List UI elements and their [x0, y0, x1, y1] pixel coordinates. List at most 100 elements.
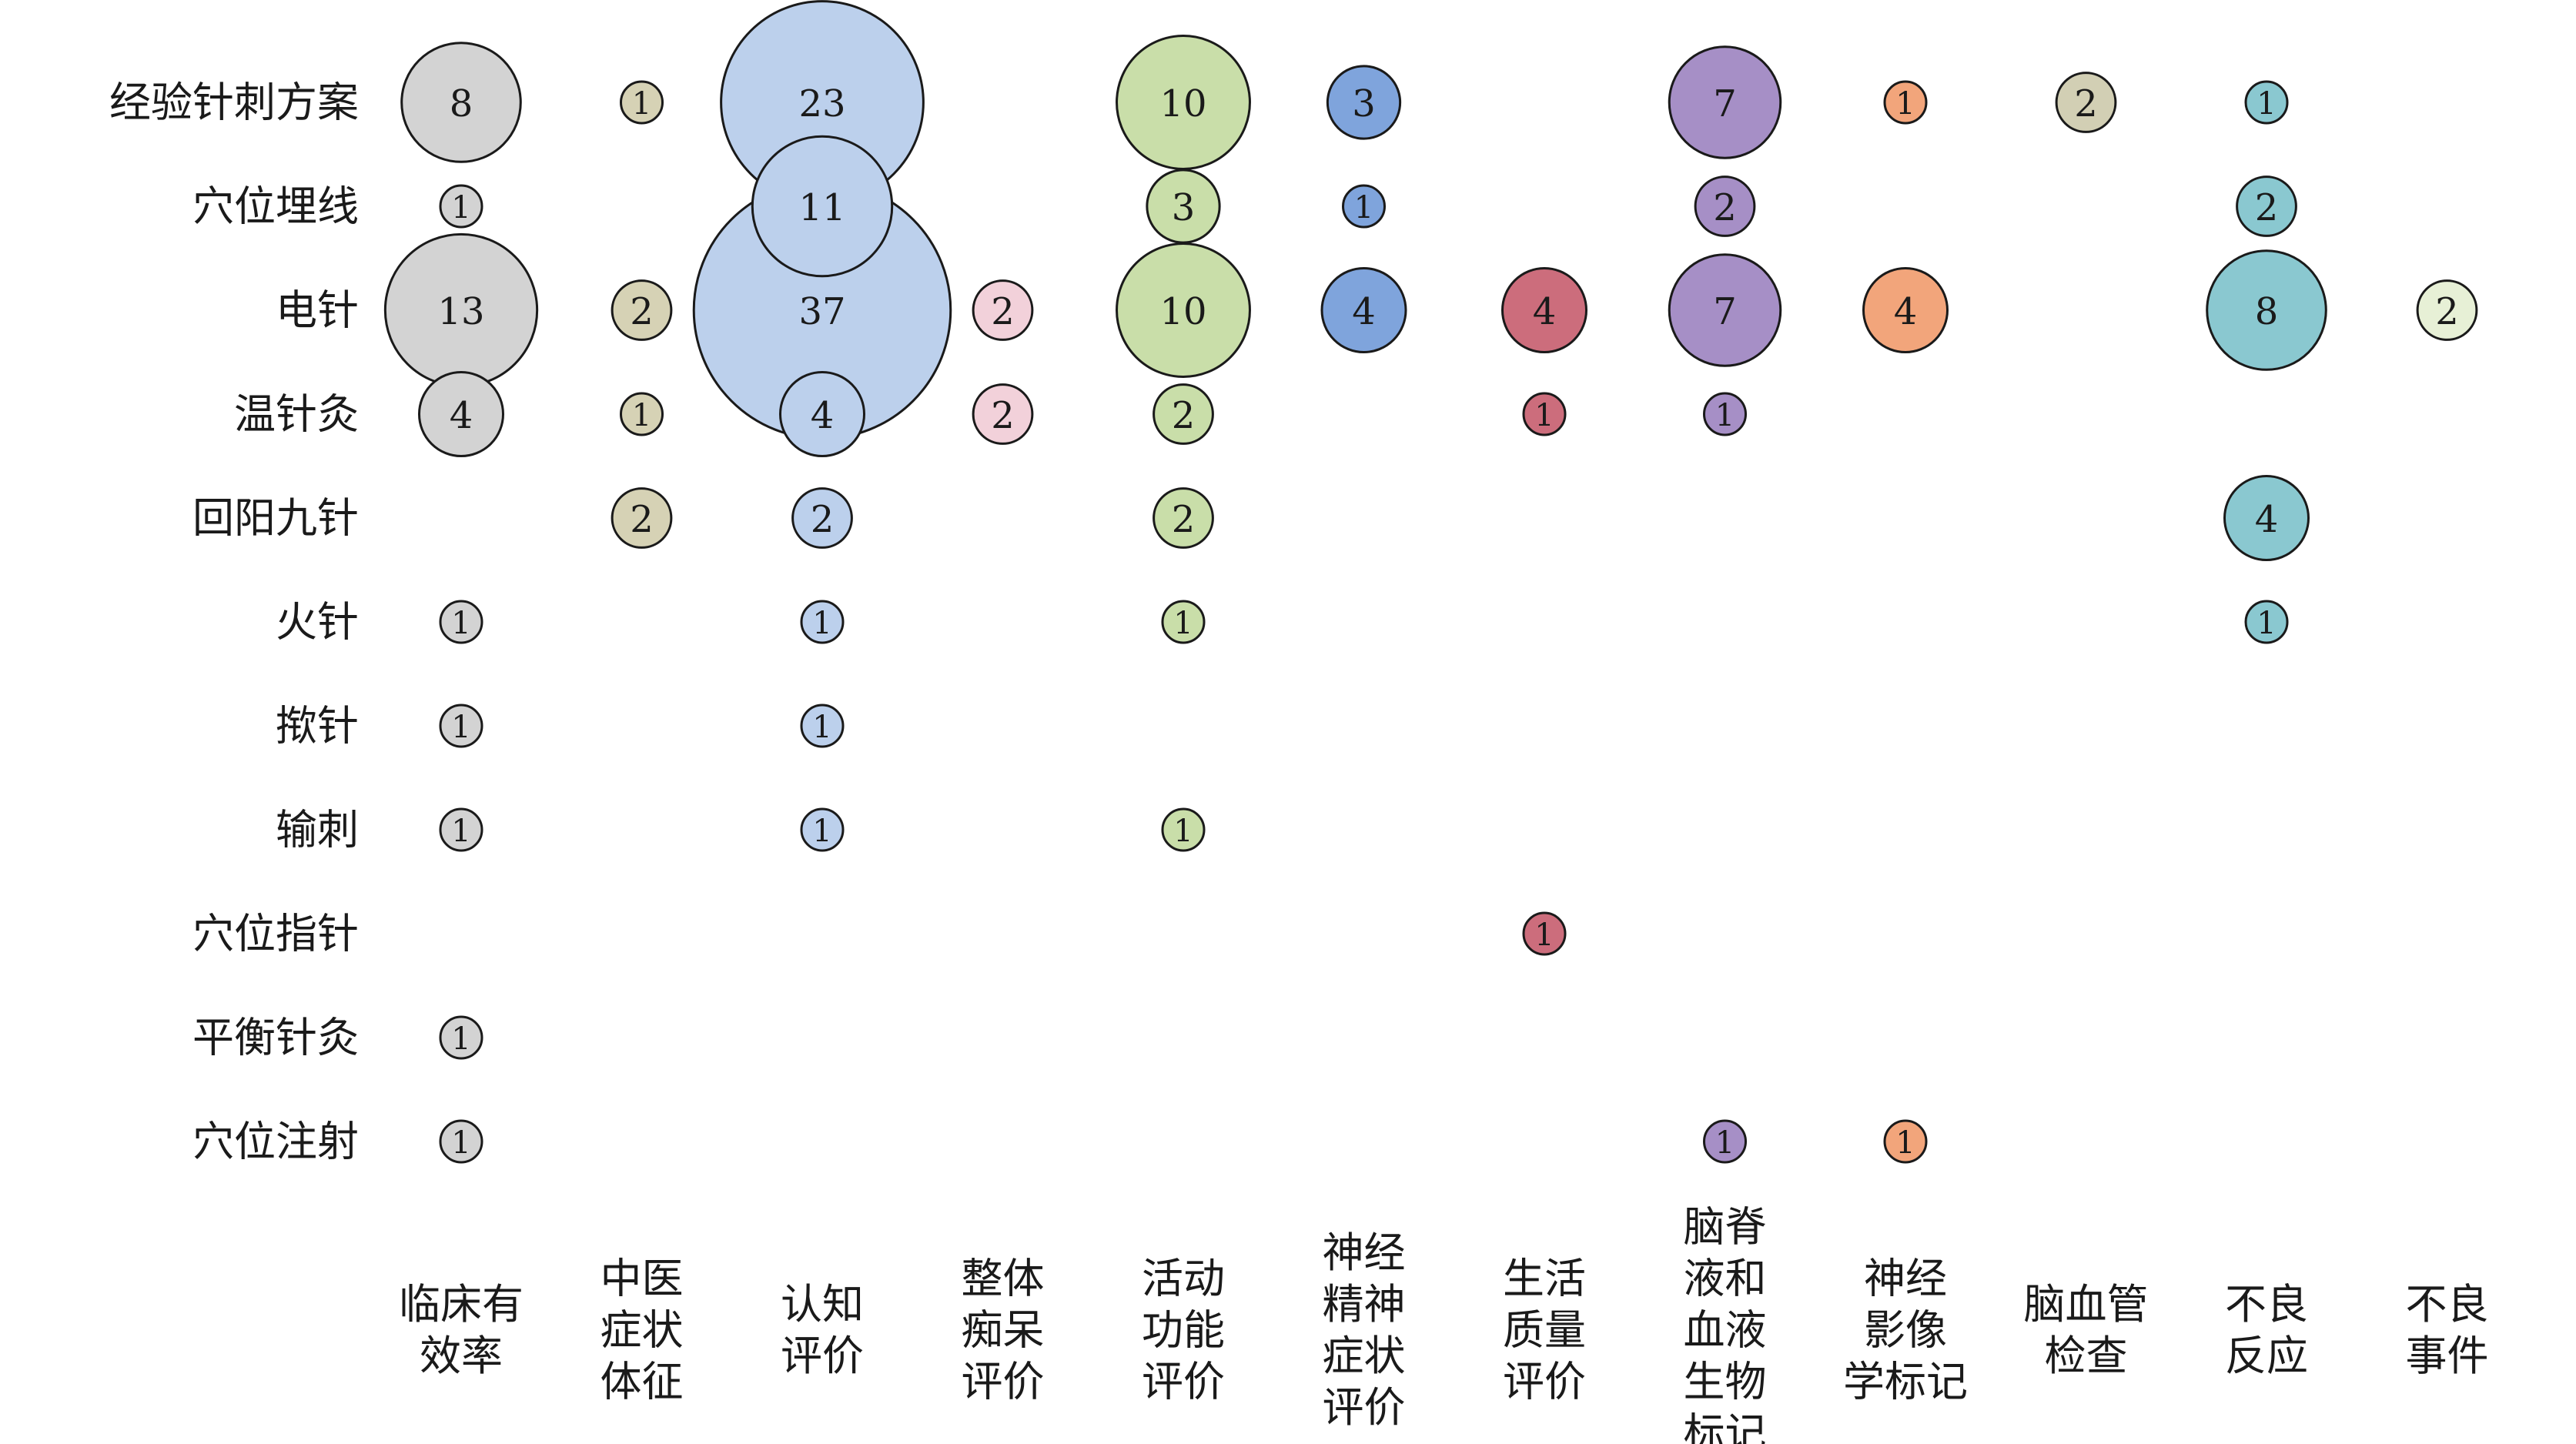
bubble [800, 600, 845, 644]
bubble [1522, 911, 1567, 956]
column-label-line: 评价 [1323, 1383, 1406, 1432]
column-label-line: 体征 [601, 1358, 684, 1406]
column-label-line: 痴呆 [962, 1306, 1045, 1355]
bubble-value-label: 1 [2257, 606, 2276, 641]
bubble [1153, 487, 1214, 549]
column-label-line: 生活 [1503, 1255, 1586, 1303]
column-label-line: 标记 [1684, 1409, 1767, 1444]
bubble-value-label: 1 [1715, 1125, 1735, 1161]
row-label: 穴位注射 [192, 1118, 359, 1166]
bubble-value-label: 7 [1713, 82, 1737, 125]
bubble [779, 371, 865, 457]
column-label-line: 不良 [2406, 1280, 2489, 1329]
bubble-value-label: 1 [632, 398, 651, 433]
column-label-line: 症状 [601, 1306, 684, 1355]
column-label: 神经影像学标记 [1843, 1255, 1968, 1406]
bubble [439, 184, 483, 229]
bubble-value-label: 1 [451, 710, 470, 745]
column-label-line: 不良 [2225, 1280, 2308, 1329]
bubble [1703, 1119, 1747, 1164]
bubble-value-label: 2 [2074, 82, 2098, 125]
column-label-line: 评价 [962, 1358, 1045, 1406]
bubble-value-label: 3 [1352, 82, 1376, 125]
column-label: 活动功能评价 [1142, 1255, 1225, 1406]
bubble-value-label: 1 [1895, 86, 1915, 122]
bubble [800, 807, 845, 852]
column-label-line: 精神 [1323, 1280, 1406, 1329]
row-label: 穴位埋线 [192, 182, 359, 231]
bubble-value-label: 4 [1894, 290, 1918, 333]
bubbles [383, 0, 2478, 1164]
bubble-value-label: 3 [1172, 186, 1196, 229]
bubble [1668, 45, 1782, 159]
bubble-value-label: 2 [991, 290, 1015, 333]
bubble-value-label: 2 [2255, 186, 2279, 229]
bubble-value-label: 1 [451, 190, 470, 226]
column-label: 不良事件 [2406, 1280, 2489, 1380]
column-label-line: 神经 [1323, 1228, 1406, 1277]
bubble-value-label: 1 [1173, 814, 1193, 849]
bubble [1862, 267, 1949, 353]
column-label-line: 评价 [1142, 1358, 1225, 1406]
bubble-value-label: 2 [811, 498, 835, 541]
bubble [1694, 175, 1756, 237]
bubble-value-label: 13 [437, 290, 484, 333]
bubble [2223, 475, 2310, 561]
column-label-line: 质量 [1503, 1306, 1586, 1355]
bubble [1146, 169, 1221, 244]
bubble [620, 80, 664, 125]
bubble-value-label: 1 [1534, 398, 1554, 433]
bubble-value-label: 1 [1715, 398, 1735, 433]
bubble-value-label: 8 [2255, 290, 2279, 333]
row-label: 揿针 [276, 702, 359, 750]
bubble [2244, 600, 2289, 644]
column-label-line: 液和 [1684, 1255, 1767, 1303]
column-label: 不良反应 [2225, 1280, 2308, 1380]
bubble-value-label: 1 [451, 1021, 470, 1057]
bubble-value-label: 1 [1534, 918, 1554, 953]
bubble-value-label: 2 [630, 498, 654, 541]
bubble [2244, 80, 2289, 125]
bubble-value-label: 23 [798, 82, 845, 125]
column-label-line: 神经 [1864, 1255, 1947, 1303]
bubble [1522, 392, 1567, 436]
bubble [1161, 807, 1206, 852]
bubble-value-label: 1 [1354, 190, 1373, 226]
bubble-value-label: 1 [1895, 1125, 1915, 1161]
bubble-value-label: 1 [451, 1125, 470, 1161]
column-label-line: 学标记 [1843, 1358, 1968, 1406]
column-label-line: 临床有 [399, 1280, 524, 1329]
column-label: 认知评价 [781, 1280, 864, 1380]
column-label: 脑血管检查 [2024, 1280, 2149, 1380]
column-label-line: 评价 [781, 1332, 864, 1380]
bubble [620, 392, 664, 436]
bubble [751, 135, 894, 278]
bubble [2206, 249, 2327, 371]
bubble [611, 487, 673, 549]
bubble-value-label: 10 [1159, 82, 1206, 125]
bubble [439, 1015, 483, 1060]
column-label-line: 脑血管 [2024, 1280, 2149, 1329]
bubble-value-label: 1 [451, 606, 470, 641]
bubble [800, 704, 845, 748]
bubble [1326, 65, 1402, 140]
bubble-value-label: 4 [1533, 290, 1557, 333]
bubble [418, 371, 504, 457]
row-label: 回阳九针 [192, 494, 359, 543]
column-label: 神经精神症状评价 [1323, 1228, 1406, 1432]
bubble [2236, 175, 2297, 237]
column-labels: 临床有效率中医症状体征认知评价整体痴呆评价活动功能评价神经精神症状评价生活质量评… [399, 1203, 2489, 1444]
bubble [1703, 392, 1747, 436]
bubble-value-label: 8 [450, 82, 473, 125]
column-label: 生活质量评价 [1503, 1255, 1586, 1406]
bubble-value-label: 2 [1172, 498, 1196, 541]
bubble [439, 600, 483, 644]
bubble [1153, 383, 1214, 445]
bubble [1883, 80, 1928, 125]
column-label-line: 效率 [420, 1332, 503, 1380]
bubble [1161, 600, 1206, 644]
bubble-value-label: 1 [812, 606, 831, 641]
column-label-line: 事件 [2406, 1332, 2489, 1380]
bubble [2055, 72, 2117, 133]
